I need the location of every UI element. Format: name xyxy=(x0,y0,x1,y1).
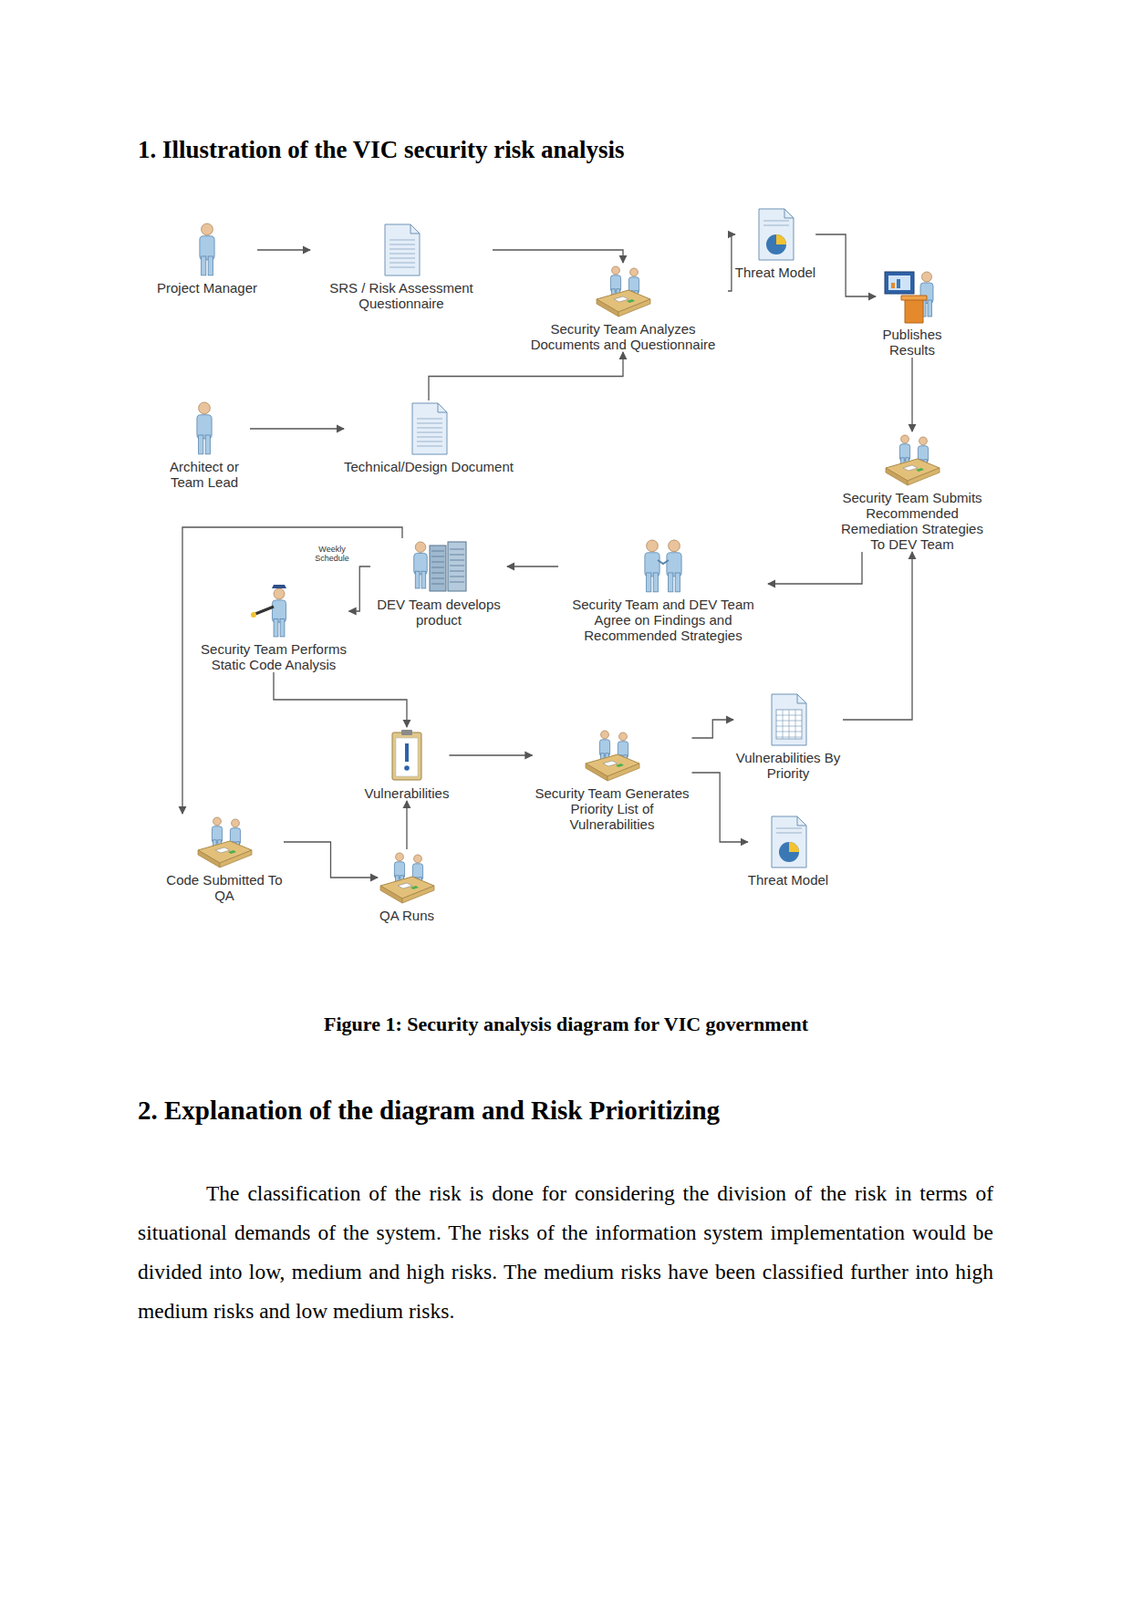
flow-arrow xyxy=(249,427,344,429)
document: Threat Model xyxy=(735,206,816,281)
node-icon xyxy=(882,431,942,489)
flow-arrow xyxy=(768,551,862,584)
node-icon xyxy=(409,538,468,595)
document: SRS / Risk Assessment Questionnaire xyxy=(310,221,493,312)
document: Threat Model xyxy=(747,813,829,888)
process-step: Security Team Generates Priority List of… xyxy=(532,726,693,832)
process-step: Security Team Submits Recommended Remedi… xyxy=(832,431,993,552)
document: Technical/Design Document xyxy=(343,400,514,475)
node-label: SRS / Risk Assessment Questionnaire xyxy=(310,280,493,312)
flow-arrow xyxy=(727,234,736,291)
node-icon xyxy=(175,400,234,457)
node-icon xyxy=(177,221,237,279)
node-label: Publishes Results xyxy=(875,326,949,358)
section-heading: 2. Explanation of the diagram and Risk P… xyxy=(137,1094,1050,1126)
node-label: Vulnerabilities By Priority xyxy=(733,749,843,781)
node-icon xyxy=(195,813,254,871)
node-label: Security Team Submits Recommended Remedi… xyxy=(832,489,993,552)
node-label: Threat Model xyxy=(747,872,829,888)
node-label: Security Team Analyzes Documents and Que… xyxy=(518,321,728,353)
flow-arrow xyxy=(692,719,735,738)
node-label: QA Runs xyxy=(379,907,435,924)
node-icon xyxy=(633,538,693,595)
body-paragraph: The classification of the risk is done f… xyxy=(137,1173,994,1331)
node-label: Technical/Design Document xyxy=(343,458,514,475)
node-label: Architect or Team Lead xyxy=(158,458,250,490)
schedule-note: Weekly Schedule xyxy=(308,544,356,563)
flow-arrow xyxy=(692,772,748,842)
node-icon xyxy=(593,262,653,320)
flow-arrow xyxy=(842,551,913,720)
flow-arrow xyxy=(405,800,407,850)
flow-arrow xyxy=(492,249,624,263)
process-step: QA Runs xyxy=(377,849,437,924)
node-icon xyxy=(758,813,818,871)
node-icon xyxy=(377,726,437,784)
flow-arrow xyxy=(257,249,311,250)
document: Vulnerabilities By Priority xyxy=(733,691,843,781)
node-icon xyxy=(758,691,818,748)
node-icon xyxy=(746,206,805,263)
node-label: Security Team Generates Priority List of… xyxy=(532,785,693,832)
node-icon xyxy=(244,582,303,640)
actor: Project Manager xyxy=(156,221,258,296)
flow-arrow xyxy=(349,566,372,612)
node-label: Vulnerabilities xyxy=(364,785,450,801)
process-step: Security Team and DEV Team Agree on Find… xyxy=(558,538,769,644)
flow-arrow xyxy=(911,357,913,432)
process-step: DEV Team develops product xyxy=(370,538,508,628)
process-step: Code Submitted To QA xyxy=(165,813,284,904)
node-label: Code Submitted To QA xyxy=(165,872,284,904)
node-label: Threat Model xyxy=(735,264,816,281)
flow-arrow xyxy=(815,234,876,297)
flow-arrow xyxy=(428,352,624,401)
flow-arrow xyxy=(448,754,532,756)
node-icon xyxy=(882,268,942,325)
node-icon xyxy=(582,726,642,784)
node-icon xyxy=(372,221,431,279)
section-title: 1. Illustration of the VIC security risk… xyxy=(137,135,625,165)
artifact: Vulnerabilities xyxy=(364,726,450,801)
actor: Architect or Team Lead xyxy=(158,400,250,490)
figure-caption: Figure 1: Security analysis diagram for … xyxy=(0,1012,1132,1037)
node-label: Security Team Performs Static Code Analy… xyxy=(198,641,350,673)
node-label: Project Manager xyxy=(156,280,258,296)
process-step: Publishes Results xyxy=(875,268,949,358)
node-label: Security Team and DEV Team Agree on Find… xyxy=(558,596,769,644)
process-step: Security Team Analyzes Documents and Que… xyxy=(518,262,728,353)
flow-arrow xyxy=(182,527,403,814)
flow-arrow xyxy=(273,672,407,727)
node-label: DEV Team develops product xyxy=(370,596,508,628)
flow-arrow xyxy=(283,841,378,878)
node-icon xyxy=(399,400,458,457)
process-step: Security Team Performs Static Code Analy… xyxy=(198,582,350,673)
node-icon xyxy=(377,849,437,906)
flow-arrow xyxy=(507,565,559,567)
